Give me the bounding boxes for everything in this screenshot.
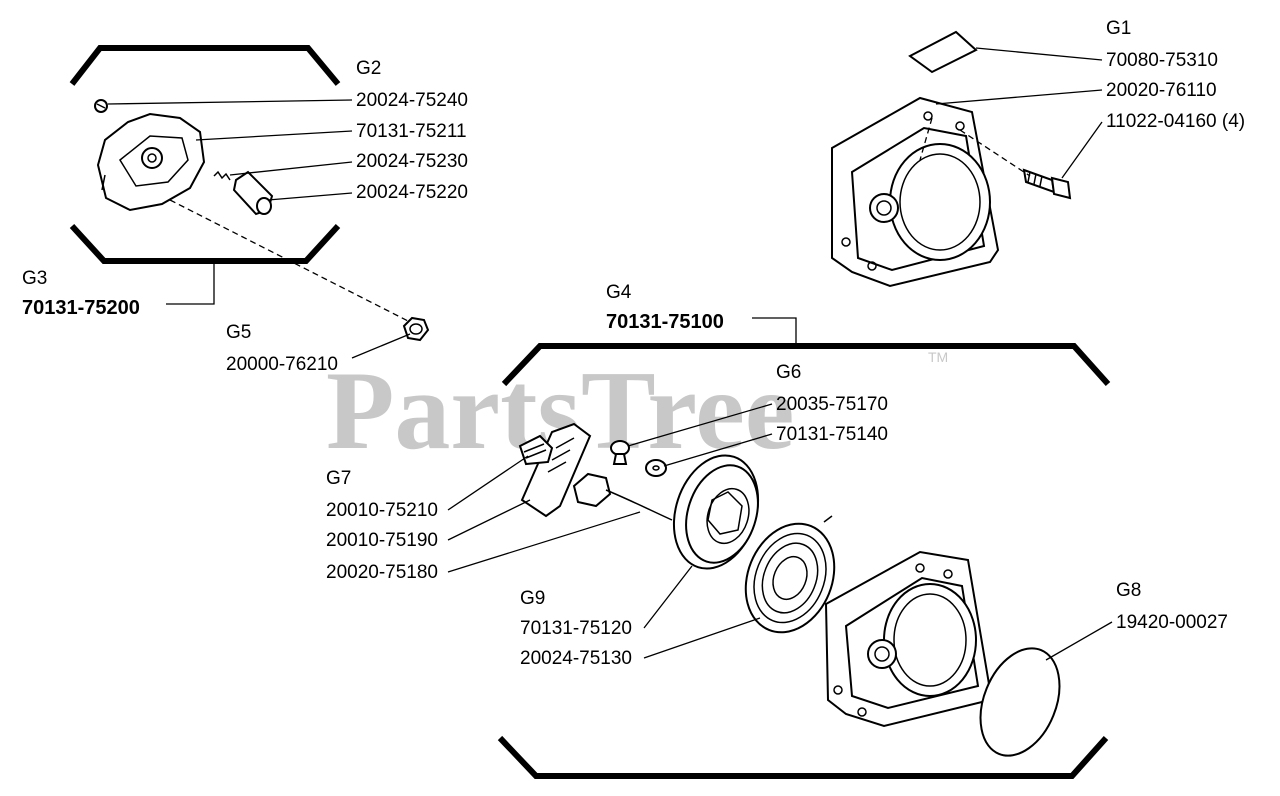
g2-part-1[interactable]: 20024-75240: [356, 90, 468, 111]
g2-part-3[interactable]: 20024-75230: [356, 151, 468, 172]
g4-assembly-number[interactable]: 70131-75100: [606, 311, 724, 333]
g2-part-2[interactable]: 70131-75211: [356, 121, 467, 142]
g7-part-1[interactable]: 20010-75210: [326, 500, 438, 521]
g8-part[interactable]: 19420-00027: [1116, 612, 1228, 633]
g3-bracket: [69, 45, 341, 264]
g6-part-2[interactable]: 70131-75140: [776, 424, 888, 445]
g1-label-part[interactable]: [908, 30, 978, 74]
g1-part-2[interactable]: 20020-76110: [1106, 80, 1217, 101]
g5-part[interactable]: 20000-76210: [226, 354, 338, 375]
g2-clip-part[interactable]: [94, 99, 108, 113]
g1-ref: G1: [1106, 18, 1131, 39]
g7-pin-part[interactable]: [518, 434, 554, 466]
g8-ref: G8: [1116, 580, 1141, 601]
g7-handle-part[interactable]: [520, 422, 592, 518]
g6-screw-part[interactable]: [610, 440, 630, 465]
g6-part-1[interactable]: 20035-75170: [776, 394, 888, 415]
lower-housing-part[interactable]: [824, 550, 992, 728]
g3-assembly-number[interactable]: 70131-75200: [22, 297, 140, 319]
g5-ref: G5: [226, 322, 251, 343]
g5-nut-part[interactable]: [402, 316, 430, 342]
g4-ref: G4: [606, 282, 632, 303]
watermark-tm: TM: [928, 349, 948, 365]
g7-part-2[interactable]: 20010-75190: [326, 530, 438, 551]
g2-spring-part[interactable]: [213, 170, 231, 181]
g7-part-3[interactable]: 20020-75180: [326, 562, 438, 583]
g6-ref: G6: [776, 362, 801, 383]
g2-ref: G2: [356, 58, 381, 79]
g6-washer-part[interactable]: [645, 459, 667, 477]
g7-rope-part[interactable]: [572, 472, 673, 521]
g9-part-1[interactable]: 70131-75120: [520, 618, 632, 639]
g1-part-3[interactable]: 11022-04160 (4): [1106, 111, 1245, 132]
g7-ref: G7: [326, 468, 351, 489]
g1-cover-part[interactable]: [831, 96, 1000, 288]
g9-spring-part[interactable]: [730, 510, 850, 645]
g9-ref: G9: [520, 588, 545, 609]
g3-ref: G3: [22, 268, 47, 289]
g9-pulley-part[interactable]: [660, 444, 772, 579]
g1-part-1[interactable]: 70080-75310: [1106, 50, 1218, 71]
g4-bracket: [497, 343, 1111, 779]
g9-part-2[interactable]: 20024-75130: [520, 648, 632, 669]
g2-part-4[interactable]: 20024-75220: [356, 182, 468, 203]
g2-pawl-part[interactable]: [232, 170, 274, 216]
g1-screw-part[interactable]: [1022, 168, 1072, 200]
g8-gasket-part[interactable]: [966, 637, 1075, 768]
g2-housing-part[interactable]: [96, 112, 206, 212]
